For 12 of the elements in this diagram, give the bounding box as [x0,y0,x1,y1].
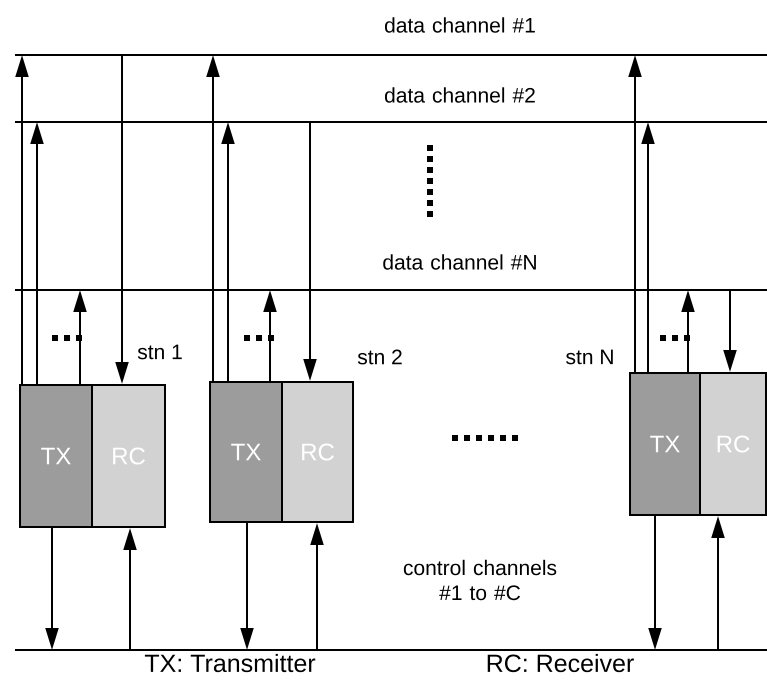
legend-text: RC: Receiver [488,654,634,672]
station-label: stn N [566,350,613,364]
transmitter-box: TX [629,372,701,516]
channel-label: control channels #1 to #C [404,560,556,600]
station-label: stn 2 [358,350,402,364]
transmitter-box: TX [209,381,283,523]
station-label: stn 1 [138,344,182,360]
legend-text: TX: Transmitter [144,654,316,672]
transmitter-box: TX [19,384,93,528]
channel-label: data channel #1 [385,17,535,33]
channel-label: data channel #N [383,254,536,270]
channel-label: data channel #2 [385,87,535,103]
